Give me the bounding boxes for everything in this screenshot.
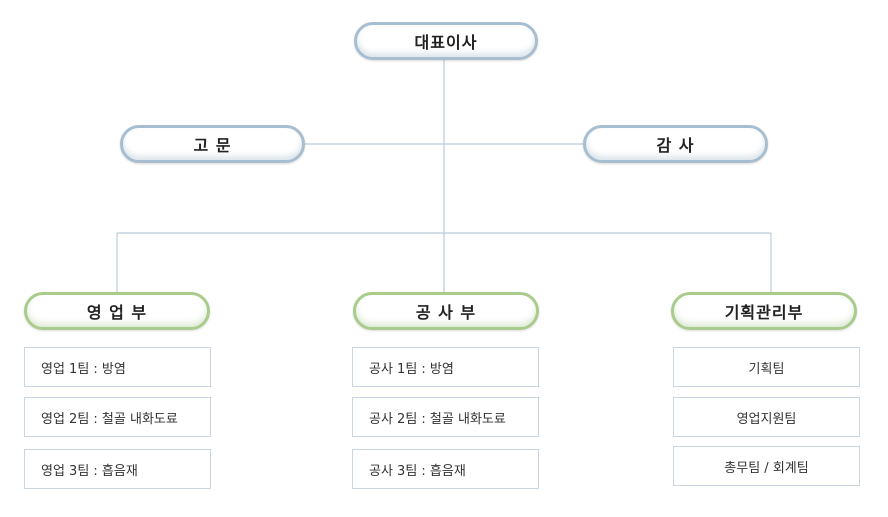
- team-construction-2: 공사 2팀 : 철골 내화도료: [352, 397, 539, 437]
- ceo-box: 대표이사: [354, 22, 538, 60]
- dept-construction-box: 공 사 부: [353, 292, 539, 330]
- team-sales-1: 영업 1팀 : 방염: [24, 347, 211, 387]
- team-sales-2: 영업 2팀 : 철골 내화도료: [24, 397, 211, 437]
- team-general-accounting: 총무팀 / 회계팀: [673, 446, 860, 486]
- team-sales-3: 영업 3팀 : 흡음재: [24, 449, 211, 489]
- team-planning: 기획팀: [673, 347, 860, 387]
- team-construction-1: 공사 1팀 : 방염: [352, 347, 539, 387]
- team-sales-support: 영업지원팀: [673, 397, 860, 437]
- dept-sales-box: 영 업 부: [24, 292, 210, 330]
- advisor-box: 고 문: [120, 125, 305, 163]
- team-construction-3: 공사 3팀 : 흡음재: [352, 449, 539, 489]
- dept-planning-box: 기획관리부: [671, 292, 857, 330]
- auditor-box: 감 사: [583, 125, 768, 163]
